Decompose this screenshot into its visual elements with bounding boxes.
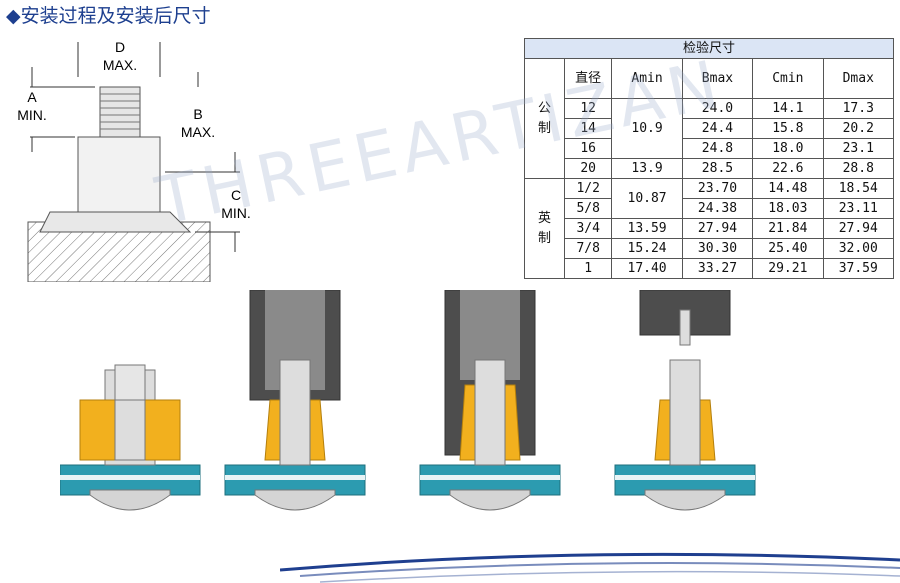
table-row: 3/4 13.59 27.94 21.84 27.94: [525, 218, 895, 239]
label-d-max: MAX.: [103, 57, 137, 73]
table-row: 20 13.9 28.5 22.6 28.8: [525, 158, 895, 179]
table-row: 12 10.9 24.0 14.1 17.3: [525, 98, 895, 159]
label-b: B: [193, 106, 202, 122]
step-2: [224, 290, 366, 511]
col-header-dmax: Dmax: [822, 58, 895, 99]
table-row: 14 24.4 15.8 20.2: [525, 118, 895, 139]
label-d: D: [115, 39, 125, 55]
label-a-min: MIN.: [17, 107, 47, 123]
step-1: [60, 364, 201, 511]
inspection-table: 检验尺寸 公 制 直径 Amin Bmax Cmin Dmax 12 10.9 …: [524, 38, 895, 279]
label-c: C: [231, 187, 241, 203]
table-row: 5/8 24.38 18.03 23.11: [525, 198, 895, 219]
table-title: 检验尺寸: [524, 38, 894, 59]
installation-steps-illustration: [60, 290, 756, 511]
label-b-max: MAX.: [181, 124, 215, 140]
nut-flange: [39, 211, 192, 233]
table-row: 1 17.40 33.27 29.21 37.59: [525, 258, 895, 279]
table-row: 7/8 15.24 30.30 25.40 32.00: [525, 238, 895, 259]
decorative-swoosh: [280, 552, 900, 583]
col-header-diameter: 直径: [563, 58, 613, 99]
col-header-cmin: Cmin: [752, 58, 824, 99]
step-3: [419, 290, 561, 511]
label-c-min: MIN.: [221, 205, 251, 221]
table-row: 英 制 1/2 10.87 23.70 14.48 18.54: [524, 178, 895, 279]
col-header-amin: Amin: [611, 58, 683, 99]
label-a: A: [27, 89, 37, 105]
col-header-bmax: Bmax: [681, 58, 754, 99]
table-row: 16 24.8 18.0 23.1: [525, 138, 895, 159]
imperial-group-label: 英 制: [524, 178, 565, 279]
page-title: ◆安装过程及安装后尺寸: [6, 5, 211, 27]
metric-group-label: 公 制: [524, 58, 565, 179]
step-4: [614, 290, 756, 511]
dimension-diagram: D MAX. A MIN. B MAX. C MIN.: [17, 39, 251, 282]
